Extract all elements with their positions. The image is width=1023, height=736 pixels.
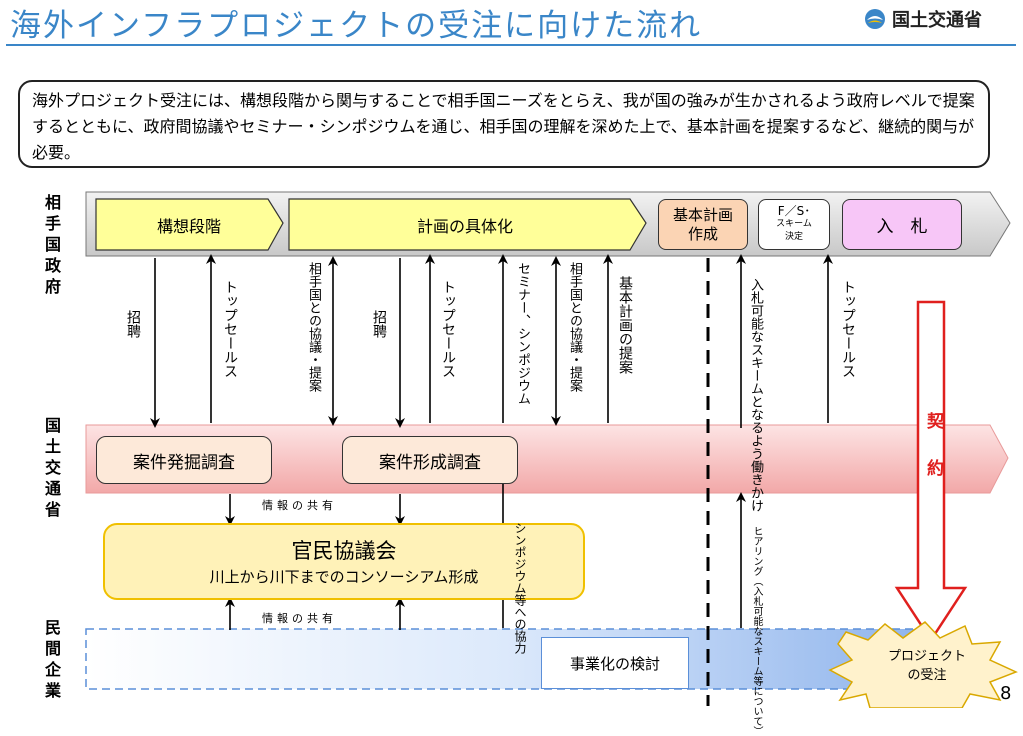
ministry-logo: 国土交通省 [864,6,982,32]
title-underline [6,44,1016,46]
basic-plan-line2: 作成 [687,224,718,243]
contract-label: 契約 [923,412,943,506]
council-title: 官民協議会 [291,538,397,563]
logo-icon [865,9,885,29]
mlit-discovery-survey: 案件発掘調査 [96,436,272,484]
public-private-council: 官民協議会 川上から川下までのコンソーシアム形成 [103,523,585,600]
row-label-private: 民間企業 [44,618,61,700]
basic-plan-line1: 基本計画 [672,205,733,224]
stage-concept-label: 構想段階 [156,216,221,236]
info-share-label-1: 情報の共有 [262,499,337,512]
label-scheme: 入札可能なスキームとなるよう働きかけ [748,278,763,512]
mlit-formation-survey: 案件形成調査 [342,436,518,484]
summary-box: 海外プロジェクト受注には、構想段階から関与することで相手国ニーズをとらえ、我が国… [18,80,990,168]
order-line1: プロジェクト [887,649,966,664]
council-subtitle: 川上から川下までのコンソーシアム形成 [209,567,479,586]
order-burst [828,621,1018,708]
label-topsales3: トップセールス [840,280,856,378]
label-basicplan: 基本計画の提案 [617,276,633,374]
label-topsales2: トップセールス [440,280,456,378]
label-symposium: シンポジウム等への協力 [513,522,527,654]
fs-line2: スキーム [776,219,812,229]
stage-bidding: 入 札 [842,199,962,250]
mlit-band [85,424,1009,494]
stage-fs-scheme: F／S･ スキーム 決定 [758,199,830,250]
label-hearing: ヒアリング（入札可能なスキーム等について） [751,526,762,736]
label-seminar: セミナー、シンポジウム [515,262,530,405]
label-invite1: 招聘 [125,310,141,338]
stage-basic-plan: 基本計画 作成 [658,199,748,250]
label-topsales1: トップセールス [222,280,238,378]
info-share-label-2: 情報の共有 [262,612,337,625]
contract-arrow [894,300,968,643]
fs-line3: 決定 [784,232,803,242]
order-label: プロジェクト の受注 [868,643,986,689]
stage-concretize-shape [288,198,647,251]
label-invite2: 招聘 [371,310,387,338]
page-number: 8 [1000,683,1012,704]
order-line2: の受注 [907,668,947,683]
label-consult1: 相手国との協議・提案 [306,262,321,392]
logo-text: 国土交通省 [892,10,982,31]
private-band [85,628,927,690]
fs-line1: F／S･ [777,204,811,218]
label-consult2: 相手国との協議・提案 [567,262,582,392]
stage-concretize-label: 計画の具体化 [416,216,513,236]
row-label-partner: 相手国政府 [44,193,61,296]
flow-diagram [85,191,1018,708]
private-business-study: 事業化の検討 [541,637,689,689]
stage-concept-shape [95,198,284,251]
row-label-mlit: 国土交通省 [44,416,61,519]
page-title: 海外インフラプロジェクトの受注に向けた流れ [10,8,703,44]
